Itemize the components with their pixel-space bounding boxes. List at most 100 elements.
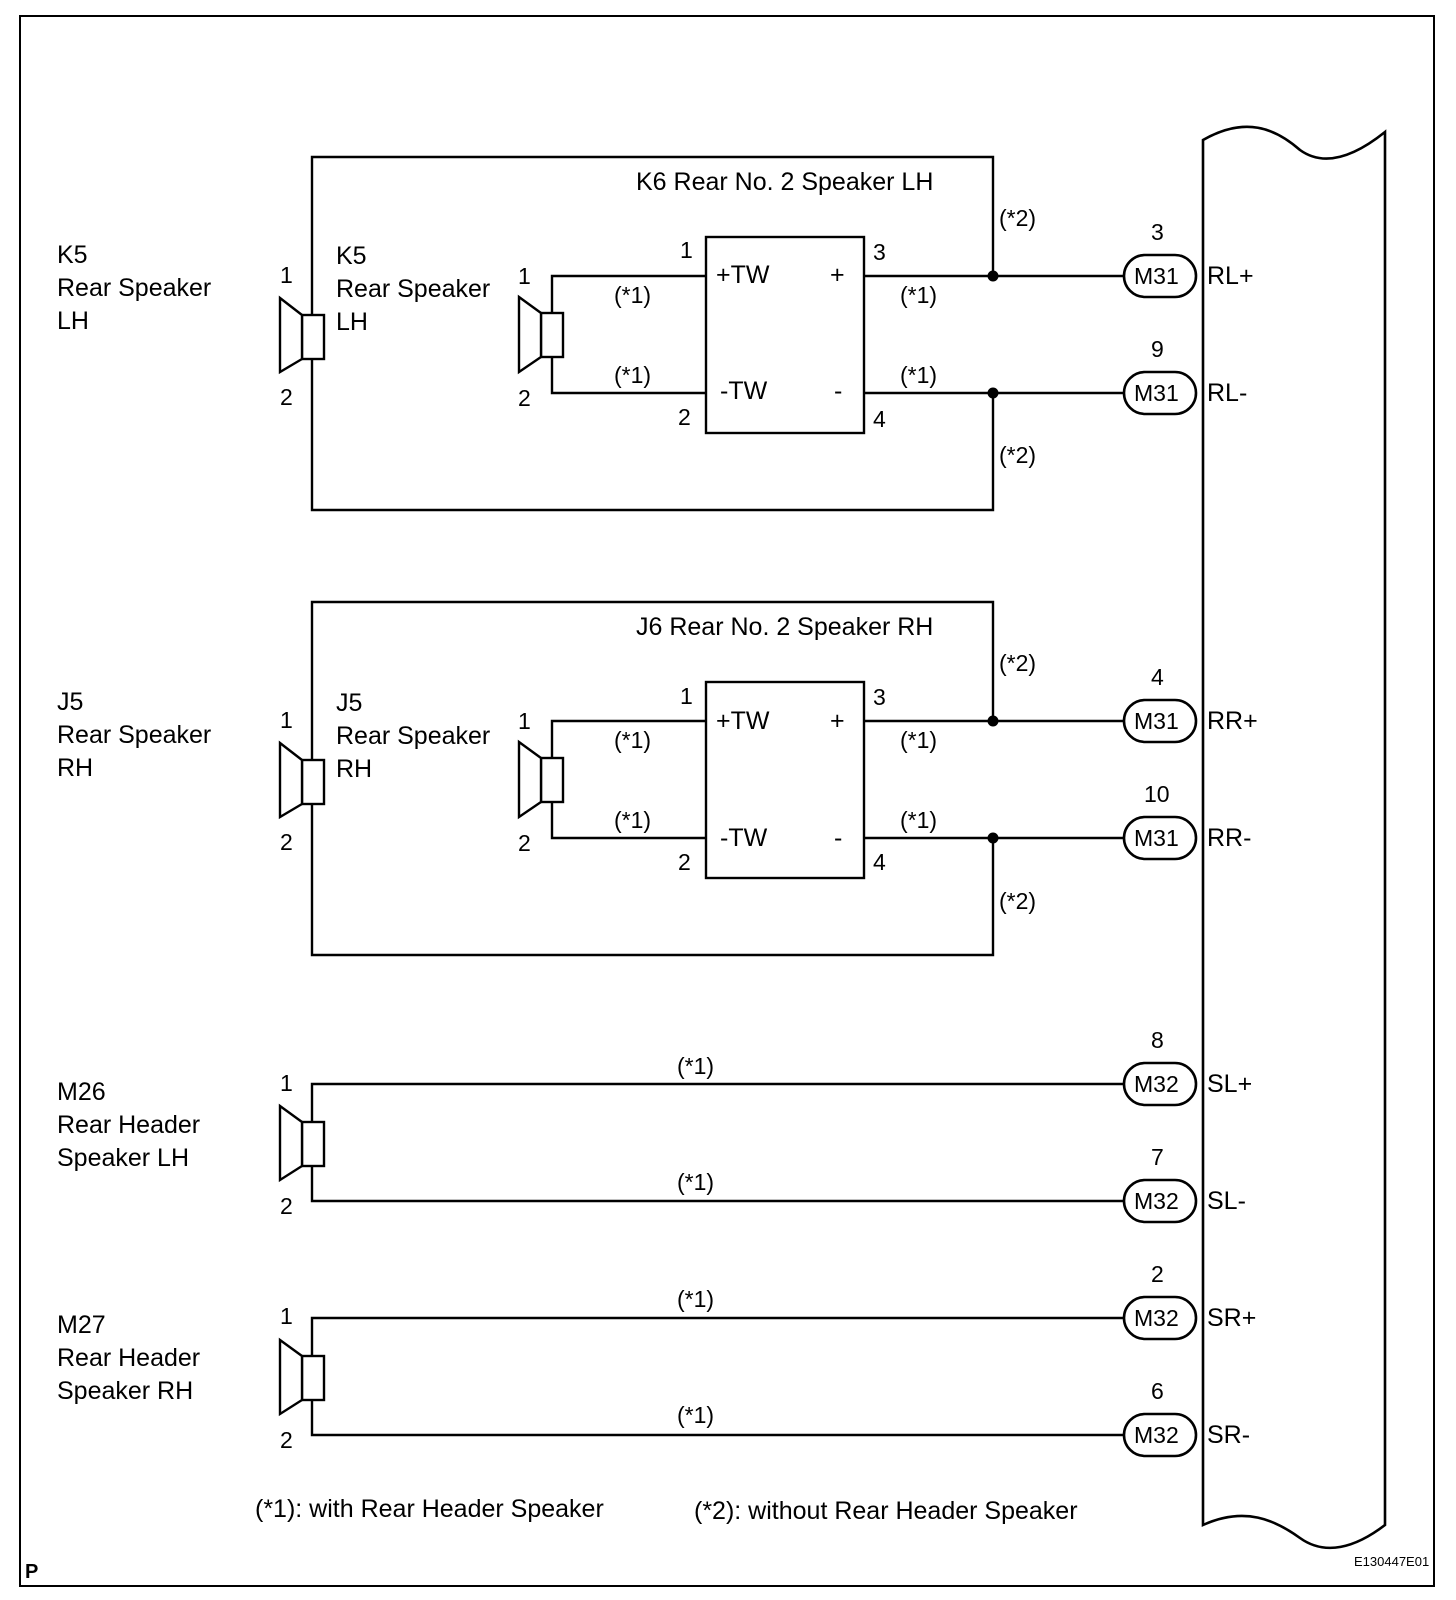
connector-badge: [1122, 370, 1198, 416]
speaker-icon: [539, 311, 565, 359]
pin-label: 1: [280, 1070, 293, 1096]
signal-name: SL-: [1207, 1187, 1246, 1215]
speaker-icon: [300, 1354, 326, 1402]
pin-label: 3: [873, 684, 886, 710]
bypass-wire: [310, 600, 995, 957]
pin-label: 2: [280, 1193, 293, 1219]
connector-code: M32: [1134, 1305, 1179, 1331]
tweeter-neg-sign: -: [834, 377, 842, 405]
signal-name: RR+: [1207, 707, 1258, 735]
speaker-name-line1: Rear Header: [57, 1344, 200, 1372]
speaker-icon: [300, 1120, 326, 1168]
outer-speaker-name-line2: RH: [57, 754, 93, 782]
terminal-pin: 7: [1151, 1144, 1164, 1170]
speaker-icon: [300, 313, 326, 361]
terminal-pin: 6: [1151, 1378, 1164, 1404]
speaker-name-line2: Speaker LH: [57, 1144, 189, 1172]
pin-label: 1: [280, 262, 293, 288]
tweeter-neg-label: -TW: [720, 824, 768, 852]
tweeter-input-wires: [550, 274, 706, 395]
pin-label: 2: [518, 830, 531, 856]
tweeter-neg-sign: -: [834, 824, 842, 852]
speaker-cone-icon: [517, 739, 543, 820]
option-mark-2: (*2): [999, 650, 1036, 676]
tweeter-box: [704, 680, 866, 880]
option-mark-1: (*1): [614, 807, 651, 833]
terminal-pin: 2: [1151, 1261, 1164, 1287]
junction-dot: [987, 387, 999, 399]
legend-note-1: (*1): with Rear Header Speaker: [255, 1495, 604, 1523]
connector-code: M31: [1134, 825, 1179, 851]
connector-code: M32: [1134, 1188, 1179, 1214]
connector-badge: [1122, 1061, 1198, 1107]
pin-label: 2: [280, 1427, 293, 1453]
pin-label: 4: [873, 406, 886, 432]
bypass-wire: [310, 155, 995, 512]
pin-label: 1: [280, 707, 293, 733]
signal-name: RL+: [1207, 262, 1254, 290]
group-rear-header-speaker-rh: M27 Rear Header Speaker RH 1 2 (*1) (*1)…: [57, 1261, 1256, 1458]
speaker-cone-icon: [517, 294, 543, 375]
connector-badge: [1122, 1412, 1198, 1458]
connector-code: M31: [1134, 263, 1179, 289]
speaker-icon: [539, 756, 565, 804]
connector-badge: [1122, 1295, 1198, 1341]
signal-name: SR-: [1207, 1421, 1250, 1449]
connector-code: M31: [1134, 708, 1179, 734]
connector-badge: [1122, 253, 1198, 299]
inner-speaker-code: J5: [336, 689, 362, 717]
connector-code: M32: [1134, 1071, 1179, 1097]
junction-dot: [987, 715, 999, 727]
option-mark-1: (*1): [614, 362, 651, 388]
signal-name: RL-: [1207, 379, 1247, 407]
speaker-cone-icon: [278, 740, 304, 820]
tweeter-pos-label: +TW: [716, 261, 770, 289]
junction-dot: [987, 270, 999, 282]
signal-name: RR-: [1207, 824, 1251, 852]
speaker-wires: [310, 1082, 1124, 1203]
inner-speaker-name-line1: Rear Speaker: [336, 275, 490, 303]
pin-label: 2: [280, 384, 293, 410]
pin-label: 1: [280, 1303, 293, 1329]
tweeter-neg-label: -TW: [720, 377, 768, 405]
tweeter-pos-label: +TW: [716, 707, 770, 735]
pin-label: 4: [873, 849, 886, 875]
option-mark-1: (*1): [677, 1169, 714, 1195]
tweeter-box: [704, 235, 866, 435]
pin-label: 1: [680, 683, 693, 709]
outer-speaker-name-line1: Rear Speaker: [57, 274, 211, 302]
outer-speaker-name-line1: Rear Speaker: [57, 721, 211, 749]
inner-speaker-name-line2: RH: [336, 755, 372, 783]
tweeter-input-wires: [550, 719, 706, 840]
option-mark-2: (*2): [999, 888, 1036, 914]
pin-label: 2: [678, 849, 691, 875]
pin-label: 1: [680, 237, 693, 263]
speaker-code: M27: [57, 1311, 106, 1339]
box-label: J6 Rear No. 2 Speaker RH: [636, 613, 933, 641]
terminal-pin: 9: [1151, 336, 1164, 362]
inner-speaker-name-line2: LH: [336, 308, 368, 336]
pin-label: 1: [518, 708, 531, 734]
outer-speaker-code: J5: [57, 688, 83, 716]
option-mark-1: (*1): [677, 1053, 714, 1079]
inner-speaker-code: K5: [336, 242, 367, 270]
group-rear-header-speaker-lh: M26 Rear Header Speaker LH 1 2 (*1) (*1)…: [57, 1027, 1252, 1224]
signal-name: SL+: [1207, 1070, 1252, 1098]
box-label: K6 Rear No. 2 Speaker LH: [636, 168, 933, 196]
legend-note-2: (*2): without Rear Header Speaker: [694, 1497, 1078, 1525]
corner-letter: P: [25, 1561, 38, 1583]
speaker-code: M26: [57, 1078, 106, 1106]
speaker-name-line1: Rear Header: [57, 1111, 200, 1139]
junction-dot: [987, 832, 999, 844]
option-mark-2: (*2): [999, 442, 1036, 468]
option-mark-1: (*1): [614, 727, 651, 753]
option-mark-2: (*2): [999, 205, 1036, 231]
option-mark-1: (*1): [900, 282, 937, 308]
option-mark-1: (*1): [677, 1286, 714, 1312]
option-mark-1: (*1): [900, 362, 937, 388]
connector-code: M32: [1134, 1422, 1179, 1448]
connector-badge: [1122, 698, 1198, 744]
outer-speaker-name-line2: LH: [57, 307, 89, 335]
terminal-pin: 10: [1144, 781, 1170, 807]
